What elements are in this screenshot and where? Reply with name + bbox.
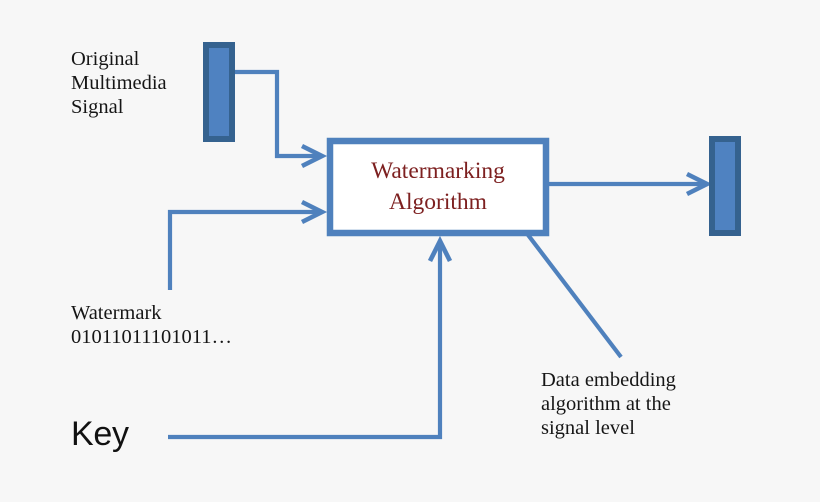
connector-algorithm-to-output xyxy=(549,171,713,197)
label-data-embedding-note: Data embedding algorithm at the signal l… xyxy=(541,369,676,440)
connector-watermark-to-algorithm xyxy=(167,199,328,290)
label-key: Key xyxy=(71,415,129,453)
label-watermark: Watermark 01011011101011… xyxy=(71,302,232,349)
connector-key-to-algorithm xyxy=(168,235,453,440)
block-watermarking-algorithm[interactable] xyxy=(326,137,550,237)
connector-signal-to-algorithm xyxy=(233,69,328,169)
label-original-multimedia-signal: Original Multimedia Signal xyxy=(71,48,167,119)
block-output-signal[interactable] xyxy=(709,136,741,236)
block-input-signal[interactable] xyxy=(203,42,235,142)
